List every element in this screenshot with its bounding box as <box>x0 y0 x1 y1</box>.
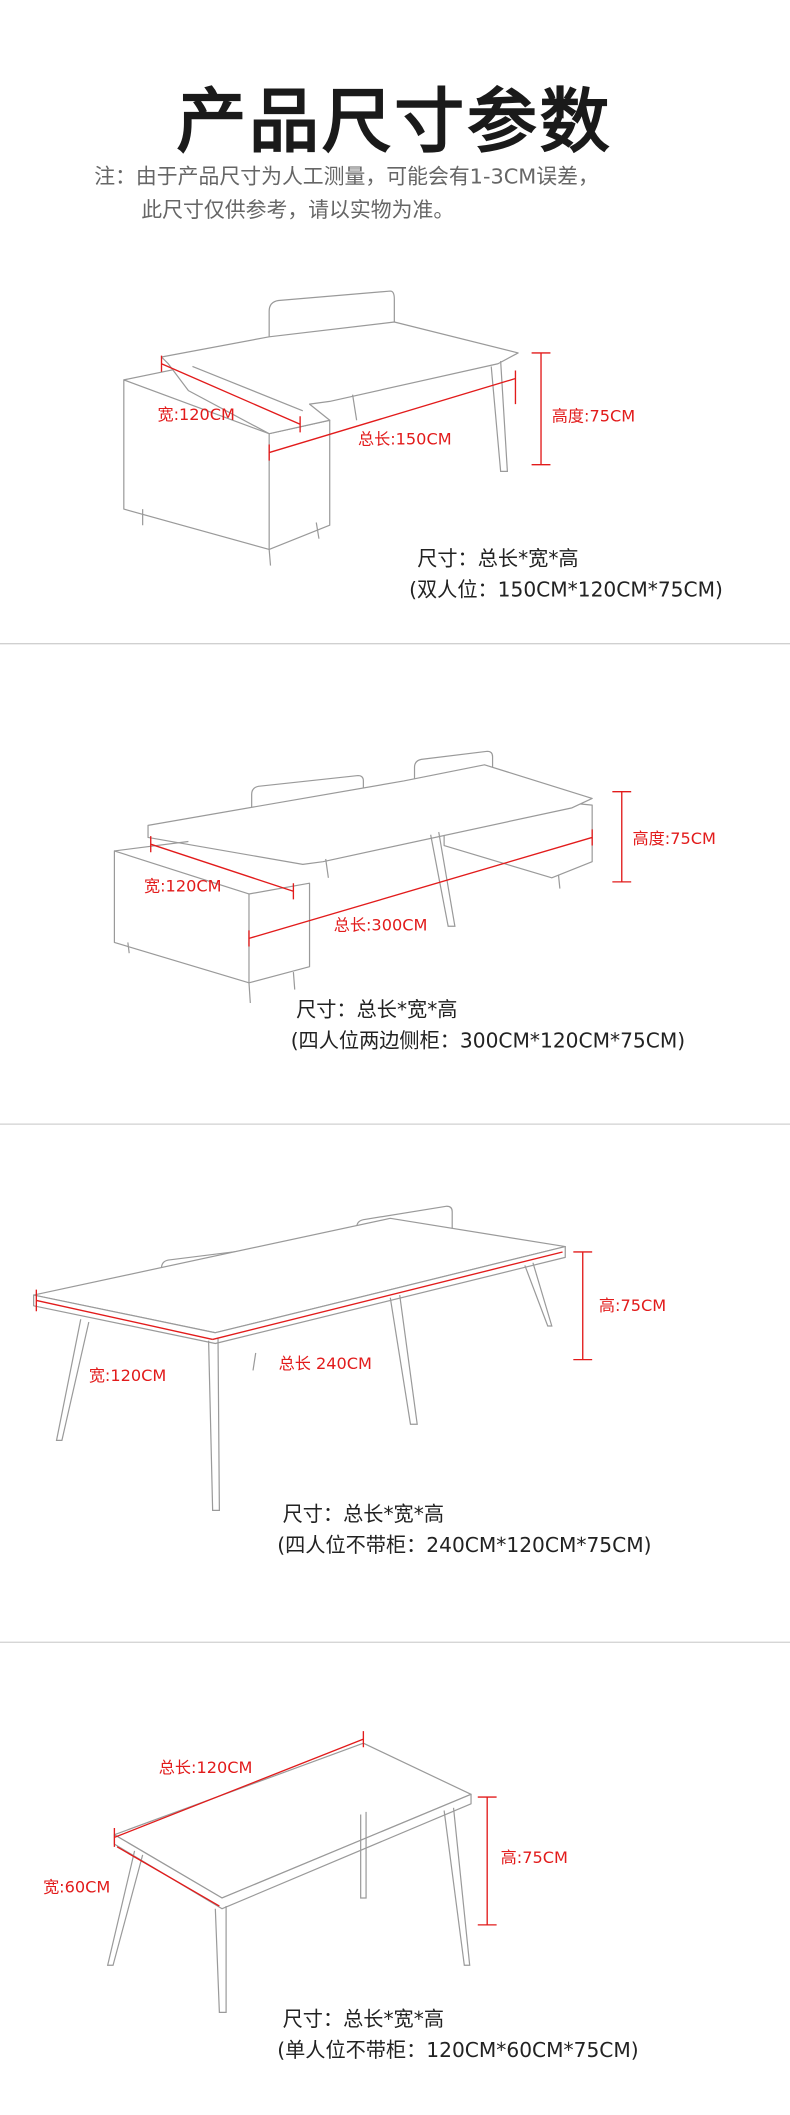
length-label: 总长 240CM <box>279 1354 372 1373</box>
width-label: 宽:120CM <box>89 1366 167 1385</box>
spec-title: 尺寸：总长*宽*高 <box>283 1502 444 1526</box>
height-label: 高度:75CM <box>552 407 635 426</box>
spec-value: (四人位两边侧柜：300CM*120CM*75CM) <box>291 1028 685 1052</box>
note-line-1: 注：由于产品尺寸为人工测量，可能会有1-3CM误差， <box>94 164 599 188</box>
width-label: 宽:120CM <box>144 876 222 895</box>
width-dimension-line <box>150 836 295 900</box>
page-title: 产品尺寸参数 <box>176 81 612 163</box>
length-label: 总长:150CM <box>358 429 452 448</box>
length-dimension-line <box>268 370 517 461</box>
length-label: 总长:120CM <box>159 1758 253 1777</box>
height-dimension-line <box>477 1796 497 1926</box>
length-dimension-line <box>113 1731 365 1847</box>
height-dimension-line <box>573 1251 593 1361</box>
width-dimension-line <box>35 1289 213 1341</box>
spec-title: 尺寸：总长*宽*高 <box>283 2007 444 2031</box>
width-dimension-line <box>116 1846 220 1907</box>
note-line-2: 此尺寸仅供参考，请以实物为准。 <box>141 198 454 222</box>
desk-diagram-four-with-cabinets <box>113 750 593 1004</box>
spec-title: 尺寸：总长*宽*高 <box>417 547 578 571</box>
spec-value: (单人位不带柜：120CM*60CM*75CM) <box>277 2038 638 2062</box>
spec-value: (四人位不带柜：240CM*120CM*75CM) <box>277 1533 651 1557</box>
height-label: 高:75CM <box>599 1296 666 1315</box>
desk-diagram-single <box>106 1742 472 2013</box>
length-dimension-line <box>248 829 593 947</box>
width-label: 宽:120CM <box>157 405 235 424</box>
desk-diagram-four-no-cabinet <box>33 1205 566 1511</box>
length-dimension-line <box>212 1251 563 1341</box>
height-label: 高:75CM <box>501 1848 568 1867</box>
height-dimension-line <box>531 352 551 466</box>
height-label: 高度:75CM <box>633 829 716 848</box>
spec-value: (双人位：150CM*120CM*75CM) <box>409 578 723 602</box>
width-dimension-line <box>160 355 301 433</box>
spec-title: 尺寸：总长*宽*高 <box>296 997 457 1021</box>
height-dimension-line <box>612 791 632 883</box>
length-label: 总长:300CM <box>334 915 428 934</box>
width-label: 宽:60CM <box>43 1878 110 1897</box>
desk-diagram-double <box>123 290 519 566</box>
